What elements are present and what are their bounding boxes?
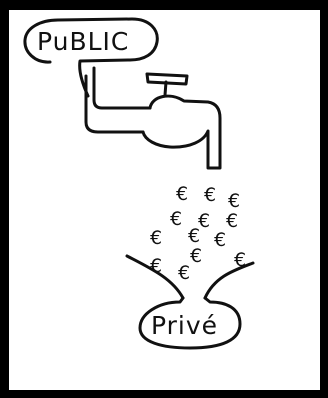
euro-coin: € — [176, 183, 188, 205]
euro-coin: € — [188, 225, 200, 247]
euro-coin: € — [228, 190, 240, 212]
falling-coins: € € € € € € € € € € € € € — [150, 183, 246, 284]
euro-coin: € — [170, 208, 182, 230]
pipe-from-bubble — [94, 68, 150, 108]
public-bubble: PuBLIC — [25, 19, 157, 96]
tap-icon — [86, 68, 220, 168]
prive-bubble: Privé — [140, 298, 240, 348]
euro-coin: € — [150, 255, 162, 277]
euro-coin: € — [190, 245, 202, 267]
euro-coin: € — [204, 184, 216, 206]
euro-coin: € — [214, 229, 226, 251]
euro-coin: € — [150, 227, 162, 249]
euro-coin: € — [226, 210, 238, 232]
tap-body — [143, 96, 220, 168]
tap-handle — [147, 74, 187, 84]
euro-coin: € — [234, 249, 246, 271]
prive-label: Privé — [151, 311, 218, 340]
euro-coin: € — [178, 262, 190, 284]
public-label: PuBLIC — [37, 27, 129, 56]
